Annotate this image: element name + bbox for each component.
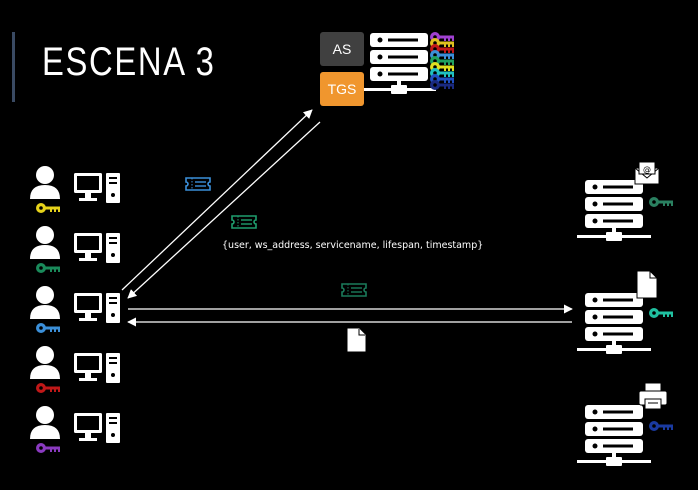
user-icon (30, 286, 60, 319)
yellow-key-icon (36, 203, 60, 213)
user-row-5 (30, 406, 120, 453)
user-icon (30, 346, 60, 379)
red-key-icon (36, 383, 60, 393)
mail-server: @ (577, 161, 673, 241)
user-icon (30, 166, 60, 199)
computer-icon (74, 353, 120, 383)
purple-key-icon (36, 443, 60, 453)
computer-icon (74, 173, 120, 203)
user-row-1 (30, 166, 120, 213)
blue-key-icon (36, 323, 60, 333)
tgt-ticket-icon (185, 177, 211, 191)
key-icon (649, 308, 673, 318)
arrow-tgs-to-client (127, 121, 321, 299)
computer-icon (74, 233, 120, 263)
user-icon (30, 406, 60, 439)
accent-bar (12, 32, 15, 102)
user-icon (30, 226, 60, 259)
document-icon (636, 270, 658, 299)
green-key-icon (36, 263, 60, 273)
arrow-client-to-tgs (121, 109, 313, 291)
key-icon (430, 80, 454, 90)
request-fields-label: {user, ws_address, servicename, lifespan… (222, 240, 484, 251)
as-box: AS (320, 32, 364, 66)
computer-icon (74, 293, 120, 323)
kdc-key-bundle (430, 32, 454, 90)
print-server (577, 382, 673, 466)
computer-icon (74, 413, 120, 443)
file-server (577, 270, 673, 354)
user-row-4 (30, 346, 120, 393)
service-ticket-icon (341, 283, 367, 297)
mail-icon: @ (634, 161, 660, 185)
kdc-server-rack (362, 33, 436, 94)
svg-text:@: @ (643, 165, 651, 174)
document-icon (347, 328, 366, 352)
key-icon (649, 421, 673, 431)
service-ticket-icon (231, 215, 257, 229)
tgs-box: TGS (320, 72, 364, 106)
user-row-2 (30, 226, 120, 273)
user-row-3 (30, 286, 120, 333)
slide-title: ESCENA 3 (42, 40, 216, 84)
printer-icon (638, 382, 668, 410)
key-icon (649, 197, 673, 207)
